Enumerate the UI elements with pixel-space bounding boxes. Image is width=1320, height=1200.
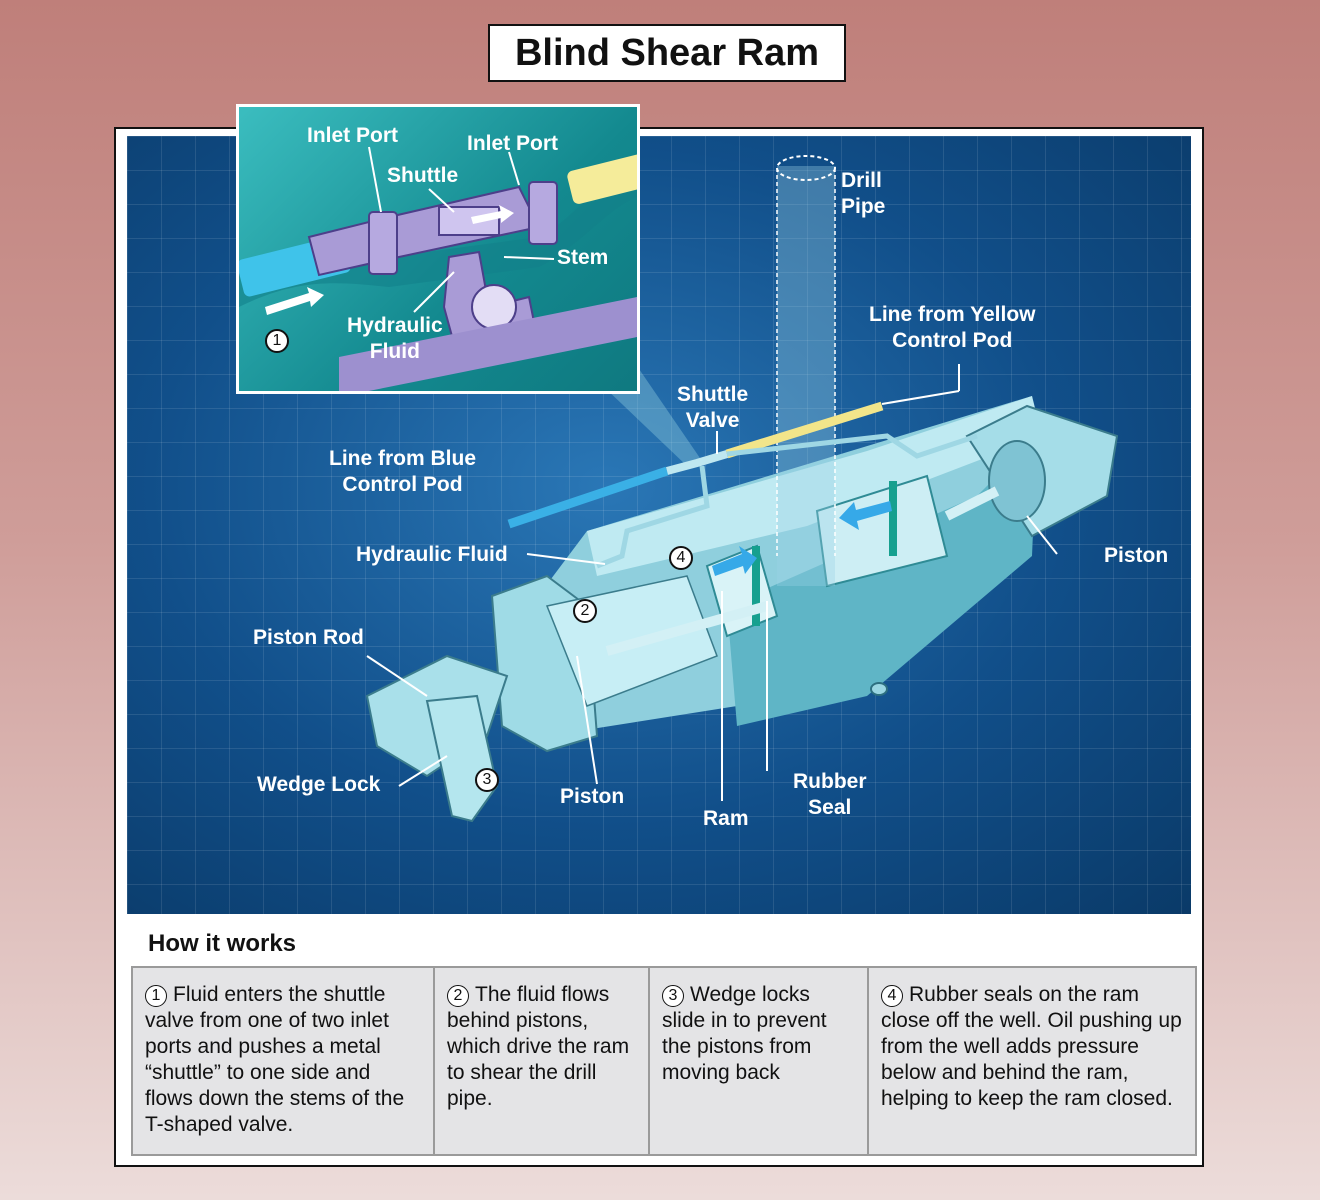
label-piston-rod: Piston Rod (253, 626, 364, 649)
step-text: Rubber seals on the ram close off the we… (881, 983, 1182, 1110)
shuttle (438, 206, 500, 236)
label-shuttle-valve: Shuttle Valve (677, 383, 749, 432)
ram-body-top (587, 396, 1042, 576)
label-wedge-lock: Wedge Lock (257, 773, 381, 796)
ram-illustration (365, 155, 1119, 823)
marker-1: 1 (265, 329, 289, 353)
step-text: Fluid enters the shuttle valve from one … (145, 983, 405, 1136)
valve-outlet-pipe (339, 297, 637, 391)
shuttle-valve-body (665, 450, 729, 475)
step-text: The fluid flows behind pistons, which dr… (447, 983, 630, 1110)
flow-arrow-left (839, 501, 892, 530)
inset-label-inlet-port-left: Inlet Port (307, 124, 399, 147)
step-number: 3 (662, 985, 684, 1007)
yellow-inlet-line (567, 154, 637, 204)
label-drill-pipe: Drill Pipe (841, 169, 886, 218)
shuttle-valve-detail (239, 146, 637, 391)
inset-label-inlet-port-right: Inlet Port (467, 132, 559, 155)
label-piston-right: Piston (1104, 544, 1169, 567)
inlet-port-left-nut (368, 211, 398, 275)
label-ram: Ram (703, 807, 749, 830)
marker-4: 4 (669, 546, 693, 570)
body-port (870, 682, 888, 696)
label-rubber-seal: Rubber Seal (793, 770, 867, 819)
step-number: 4 (881, 985, 903, 1007)
inlet-port-right-nut (528, 181, 558, 245)
label-line-yellow: Line from Yellow Control Pod (869, 303, 1036, 352)
step-text: Wedge locks slide in to prevent the pist… (662, 983, 827, 1084)
label-line-blue: Line from Blue Control Pod (329, 447, 477, 496)
right-piston (988, 440, 1046, 522)
fluid-line-right (726, 433, 978, 459)
right-piston-rod (944, 486, 1000, 521)
marker-3: 3 (475, 768, 499, 792)
rubber-seal-stripe (752, 546, 760, 626)
inset-label-hydraulic-fluid: Hydraulic Fluid (347, 314, 443, 363)
blue-control-line (507, 466, 669, 529)
inset-label-shuttle: Shuttle (387, 164, 459, 187)
rubber-seal-stripe-right (889, 481, 897, 556)
page-title: Blind Shear Ram (488, 24, 846, 82)
step-number: 2 (447, 985, 469, 1007)
left-piston-rod (605, 601, 769, 656)
yellow-control-line (725, 401, 884, 459)
flow-arrow (265, 287, 324, 315)
marker-2: 2 (573, 599, 597, 623)
shuttle-valve-inset: Inlet Port Inlet Port Shuttle Stem Hydra… (236, 104, 640, 394)
label-hydraulic-fluid: Hydraulic Fluid (356, 543, 508, 566)
inset-label-stem: Stem (557, 246, 609, 269)
how-it-works-heading: How it works (148, 930, 297, 957)
drill-pipe (777, 166, 835, 586)
flow-arrow-right (712, 546, 757, 576)
step-number: 1 (145, 985, 167, 1007)
label-piston-bottom: Piston (560, 785, 625, 808)
fluid-line-left (596, 465, 710, 569)
